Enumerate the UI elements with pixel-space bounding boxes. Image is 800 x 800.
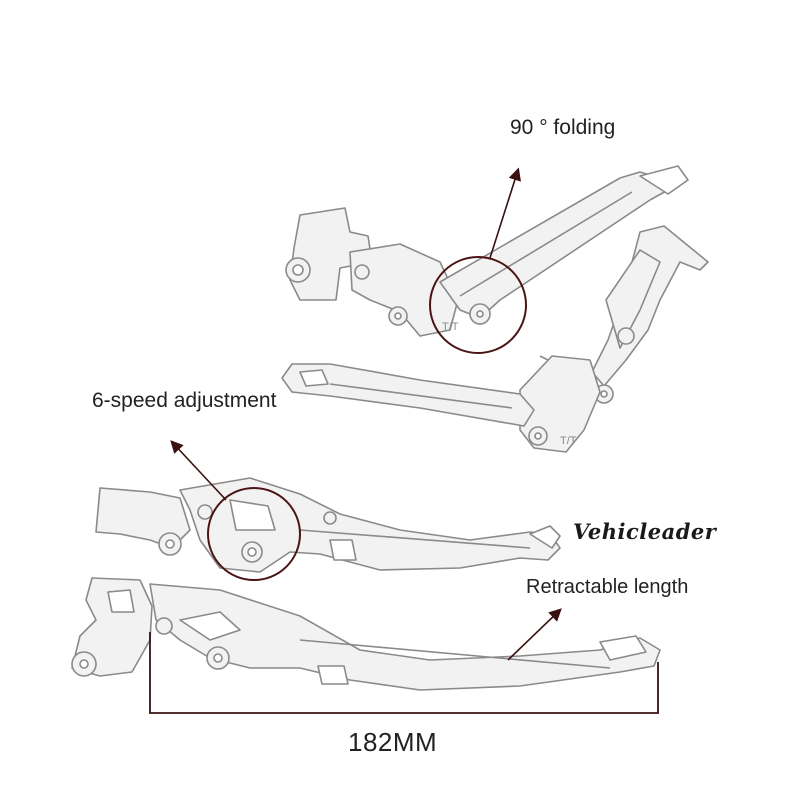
length-dimension-label: 182MM	[348, 727, 438, 757]
folding-highlight-circle	[429, 256, 527, 354]
dimension-bracket	[149, 632, 659, 714]
adjustment-annotation: 6-speed adjustment	[92, 389, 277, 412]
folding-arrow	[489, 167, 521, 259]
brand-logo: Vehicleader	[573, 519, 717, 544]
adjustment-arrow	[170, 440, 227, 501]
extended-lever-lower	[71, 577, 661, 691]
extended-lever-upper	[95, 477, 561, 573]
retractable-arrow	[507, 608, 562, 661]
folded-lever-top: T/T	[285, 165, 689, 337]
svg-text:T/T: T/T	[560, 435, 577, 447]
svg-text:T/T: T/T	[442, 321, 459, 333]
folding-annotation: 90 ° folding	[510, 116, 616, 139]
retractable-annotation: Retractable length	[526, 576, 689, 598]
adjustment-highlight-circle	[207, 487, 301, 581]
folded-lever-bottom: T/T	[281, 225, 709, 453]
